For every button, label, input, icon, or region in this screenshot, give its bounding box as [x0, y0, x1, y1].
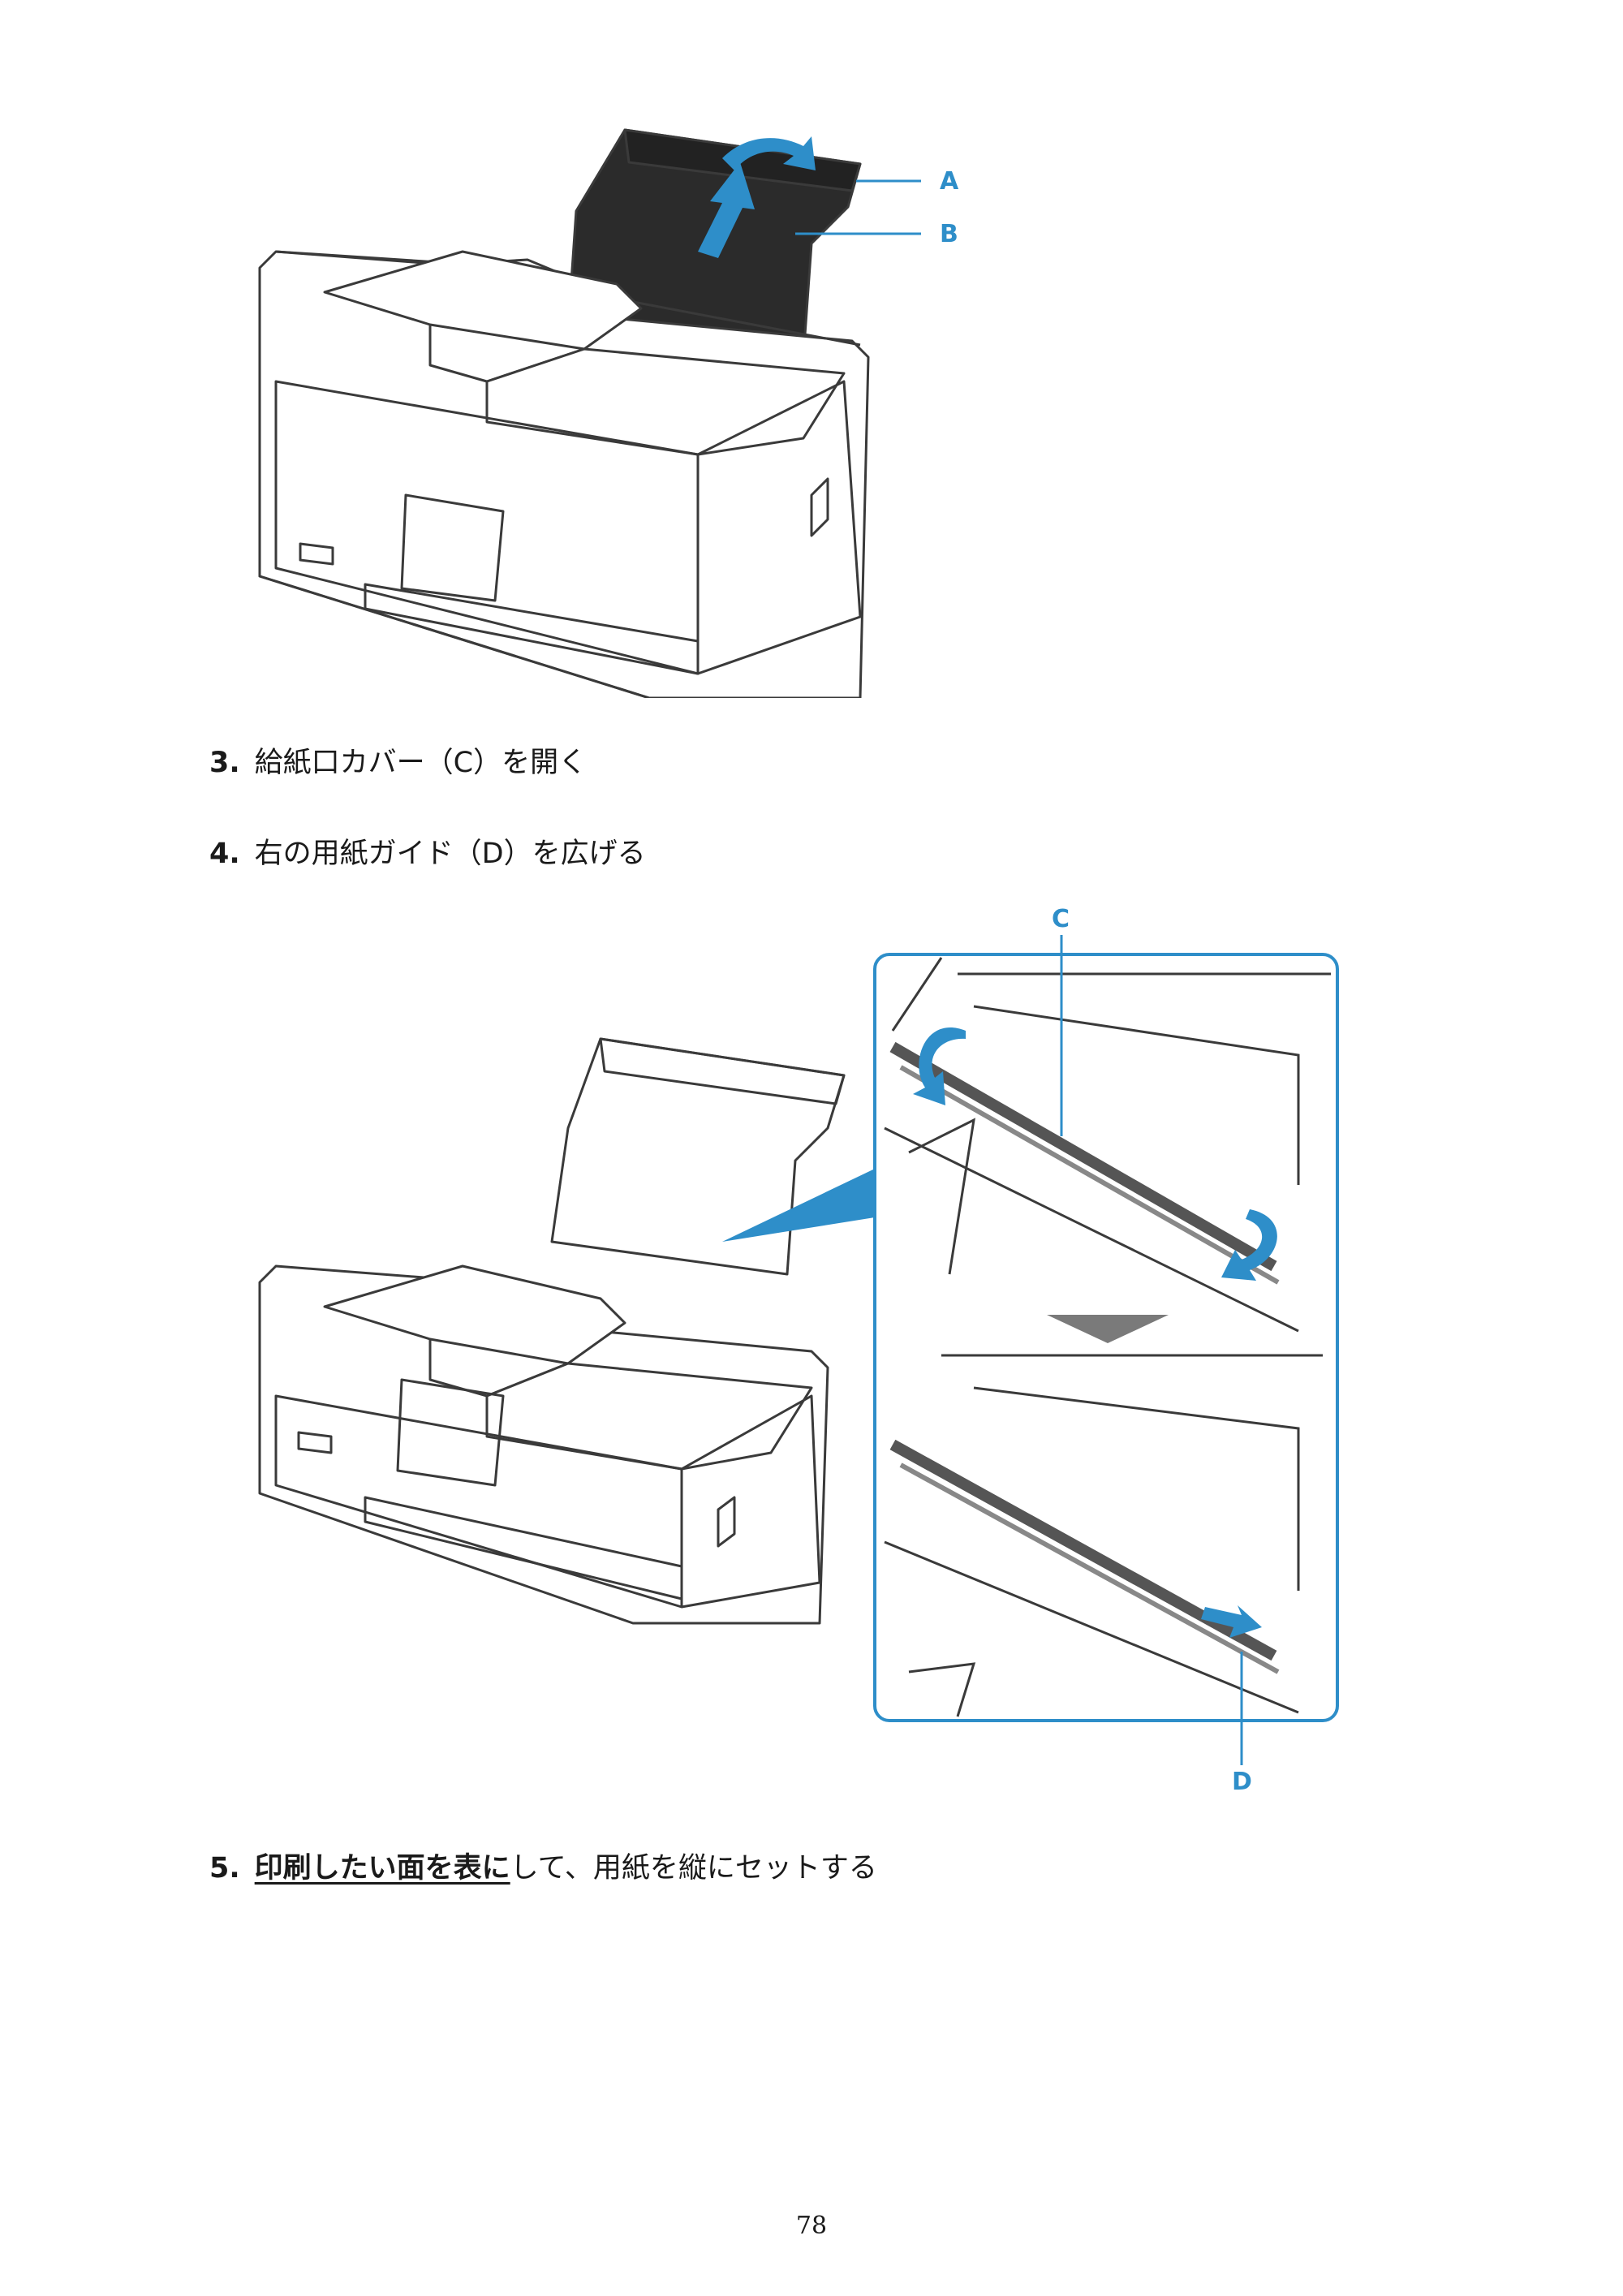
- figure-feed-slot-cover: C D: [243, 893, 1380, 1794]
- step-emphasis: 印刷したい面を表に: [254, 1852, 510, 1885]
- step-text: 右の用紙ガイド（D）を広げる: [254, 838, 646, 870]
- callout-c: C: [1052, 905, 1070, 933]
- printer-illustration-2: C D: [258, 905, 1339, 1794]
- page-number: 78: [795, 2212, 828, 2240]
- step-4: 4. 右の用紙ガイド（D）を広げる: [209, 836, 646, 872]
- step-number: 5.: [209, 1852, 240, 1885]
- printer-illustration-1: A B: [258, 128, 959, 698]
- callout-d: D: [1232, 1768, 1252, 1794]
- step-text: して、用紙を縦にセットする: [510, 1852, 877, 1885]
- step-number: 4.: [209, 838, 240, 870]
- callout-a: A: [940, 167, 959, 196]
- step-text: 給紙口カバー（C）を開く: [254, 747, 588, 779]
- callout-b: B: [940, 220, 958, 248]
- step-5: 5. 印刷したい面を表にして、用紙を縦にセットする: [209, 1850, 877, 1886]
- step-number: 3.: [209, 747, 240, 779]
- figure-printer-paper-support: A B: [243, 114, 1014, 698]
- step-3: 3. 給紙口カバー（C）を開く: [209, 745, 587, 781]
